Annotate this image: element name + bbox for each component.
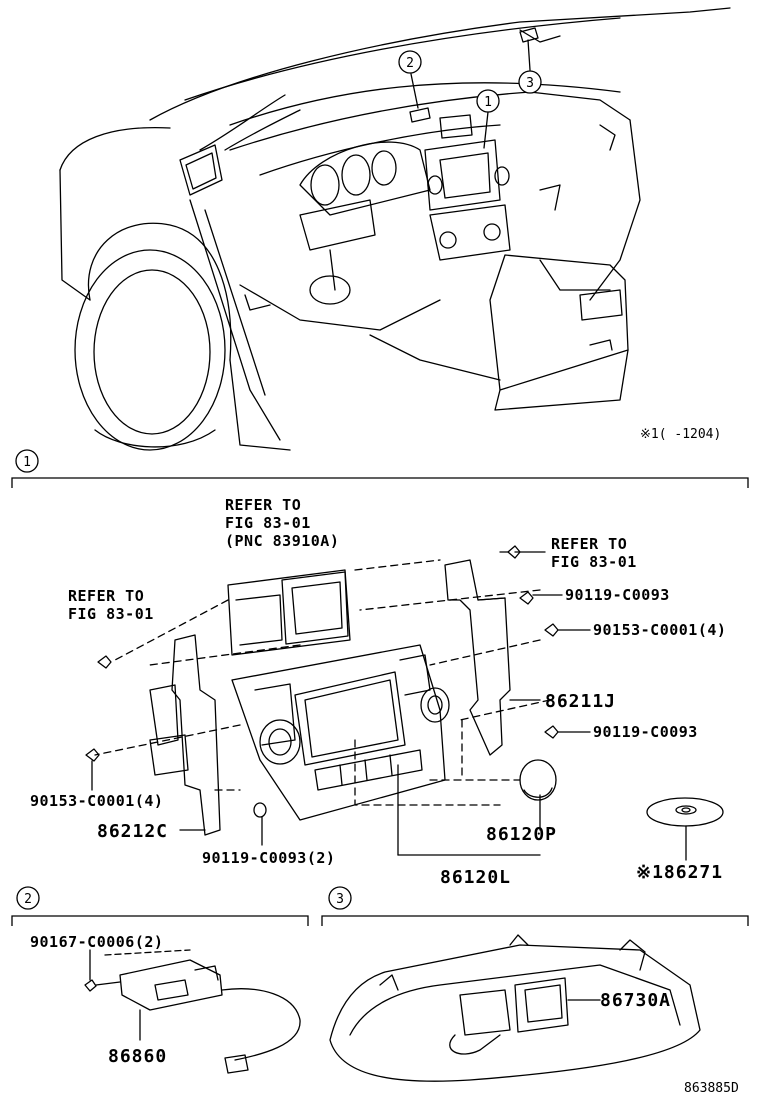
label-90153-left: 90153-C0001(4) bbox=[30, 792, 163, 810]
label-86271: ※186271 bbox=[636, 862, 723, 883]
label-90153-right: 90153-C0001(4) bbox=[593, 621, 726, 639]
knob-86120p bbox=[519, 759, 557, 801]
disc-86271 bbox=[646, 797, 724, 861]
refer-top-line-1: REFER TO bbox=[225, 496, 301, 514]
section-1-labels: REFER TO FIG 83-01 (PNC 83910A) REFER TO… bbox=[30, 496, 726, 888]
svg-text:3: 3 bbox=[526, 76, 534, 91]
display-module bbox=[227, 569, 351, 656]
refer-top-line-2: FIG 83-01 bbox=[225, 514, 311, 532]
label-90119-top: 90119-C0093 bbox=[565, 586, 670, 604]
vehicle-interior-illustration bbox=[59, 7, 731, 451]
label-90119-bottom: 90119-C0093(2) bbox=[202, 849, 335, 867]
refer-left-line-1: REFER TO bbox=[68, 587, 144, 605]
refer-right-line-2: FIG 83-01 bbox=[551, 553, 637, 571]
label-86212c: 86212C bbox=[97, 821, 168, 842]
callout-3-top: 3 bbox=[518, 70, 542, 94]
bracket-86212c bbox=[149, 634, 221, 836]
refer-right-line-1: REFER TO bbox=[551, 535, 627, 553]
svg-text:1: 1 bbox=[484, 95, 492, 110]
svg-text:3: 3 bbox=[336, 892, 344, 907]
label-86730a: 86730A bbox=[600, 990, 671, 1011]
svg-text:2: 2 bbox=[406, 56, 414, 71]
section-2-header: 2 bbox=[11, 886, 309, 926]
label-86211j: 86211J bbox=[545, 691, 616, 712]
label-90119-mid: 90119-C0093 bbox=[593, 723, 698, 741]
refer-top-line-3: (PNC 83910A) bbox=[225, 532, 339, 550]
section-1-header: 1 bbox=[11, 449, 749, 488]
label-86120p: 86120P bbox=[486, 824, 557, 845]
callout-1-top: 1 bbox=[476, 89, 500, 113]
section-3-header: 3 bbox=[321, 886, 749, 926]
svg-text:1: 1 bbox=[23, 455, 31, 470]
svg-text:2: 2 bbox=[24, 892, 32, 907]
drawing-id: 863885D bbox=[684, 1081, 739, 1096]
overhead-console-86730a bbox=[329, 934, 701, 1082]
footnote: ※1( -1204) bbox=[640, 427, 721, 442]
antenna-86860 bbox=[84, 949, 301, 1074]
refer-left-line-2: FIG 83-01 bbox=[68, 605, 154, 623]
overhead-part-2 bbox=[409, 107, 431, 123]
label-86860: 86860 bbox=[108, 1046, 167, 1067]
head-unit-86120l bbox=[231, 644, 450, 821]
label-90167: 90167-C0006(2) bbox=[30, 933, 163, 951]
roof-part-3 bbox=[519, 27, 539, 43]
leader-lines bbox=[179, 551, 591, 856]
bracket-86211j bbox=[444, 559, 511, 756]
label-86120l: 86120L bbox=[440, 867, 511, 888]
callout-2-top: 2 bbox=[398, 50, 422, 74]
